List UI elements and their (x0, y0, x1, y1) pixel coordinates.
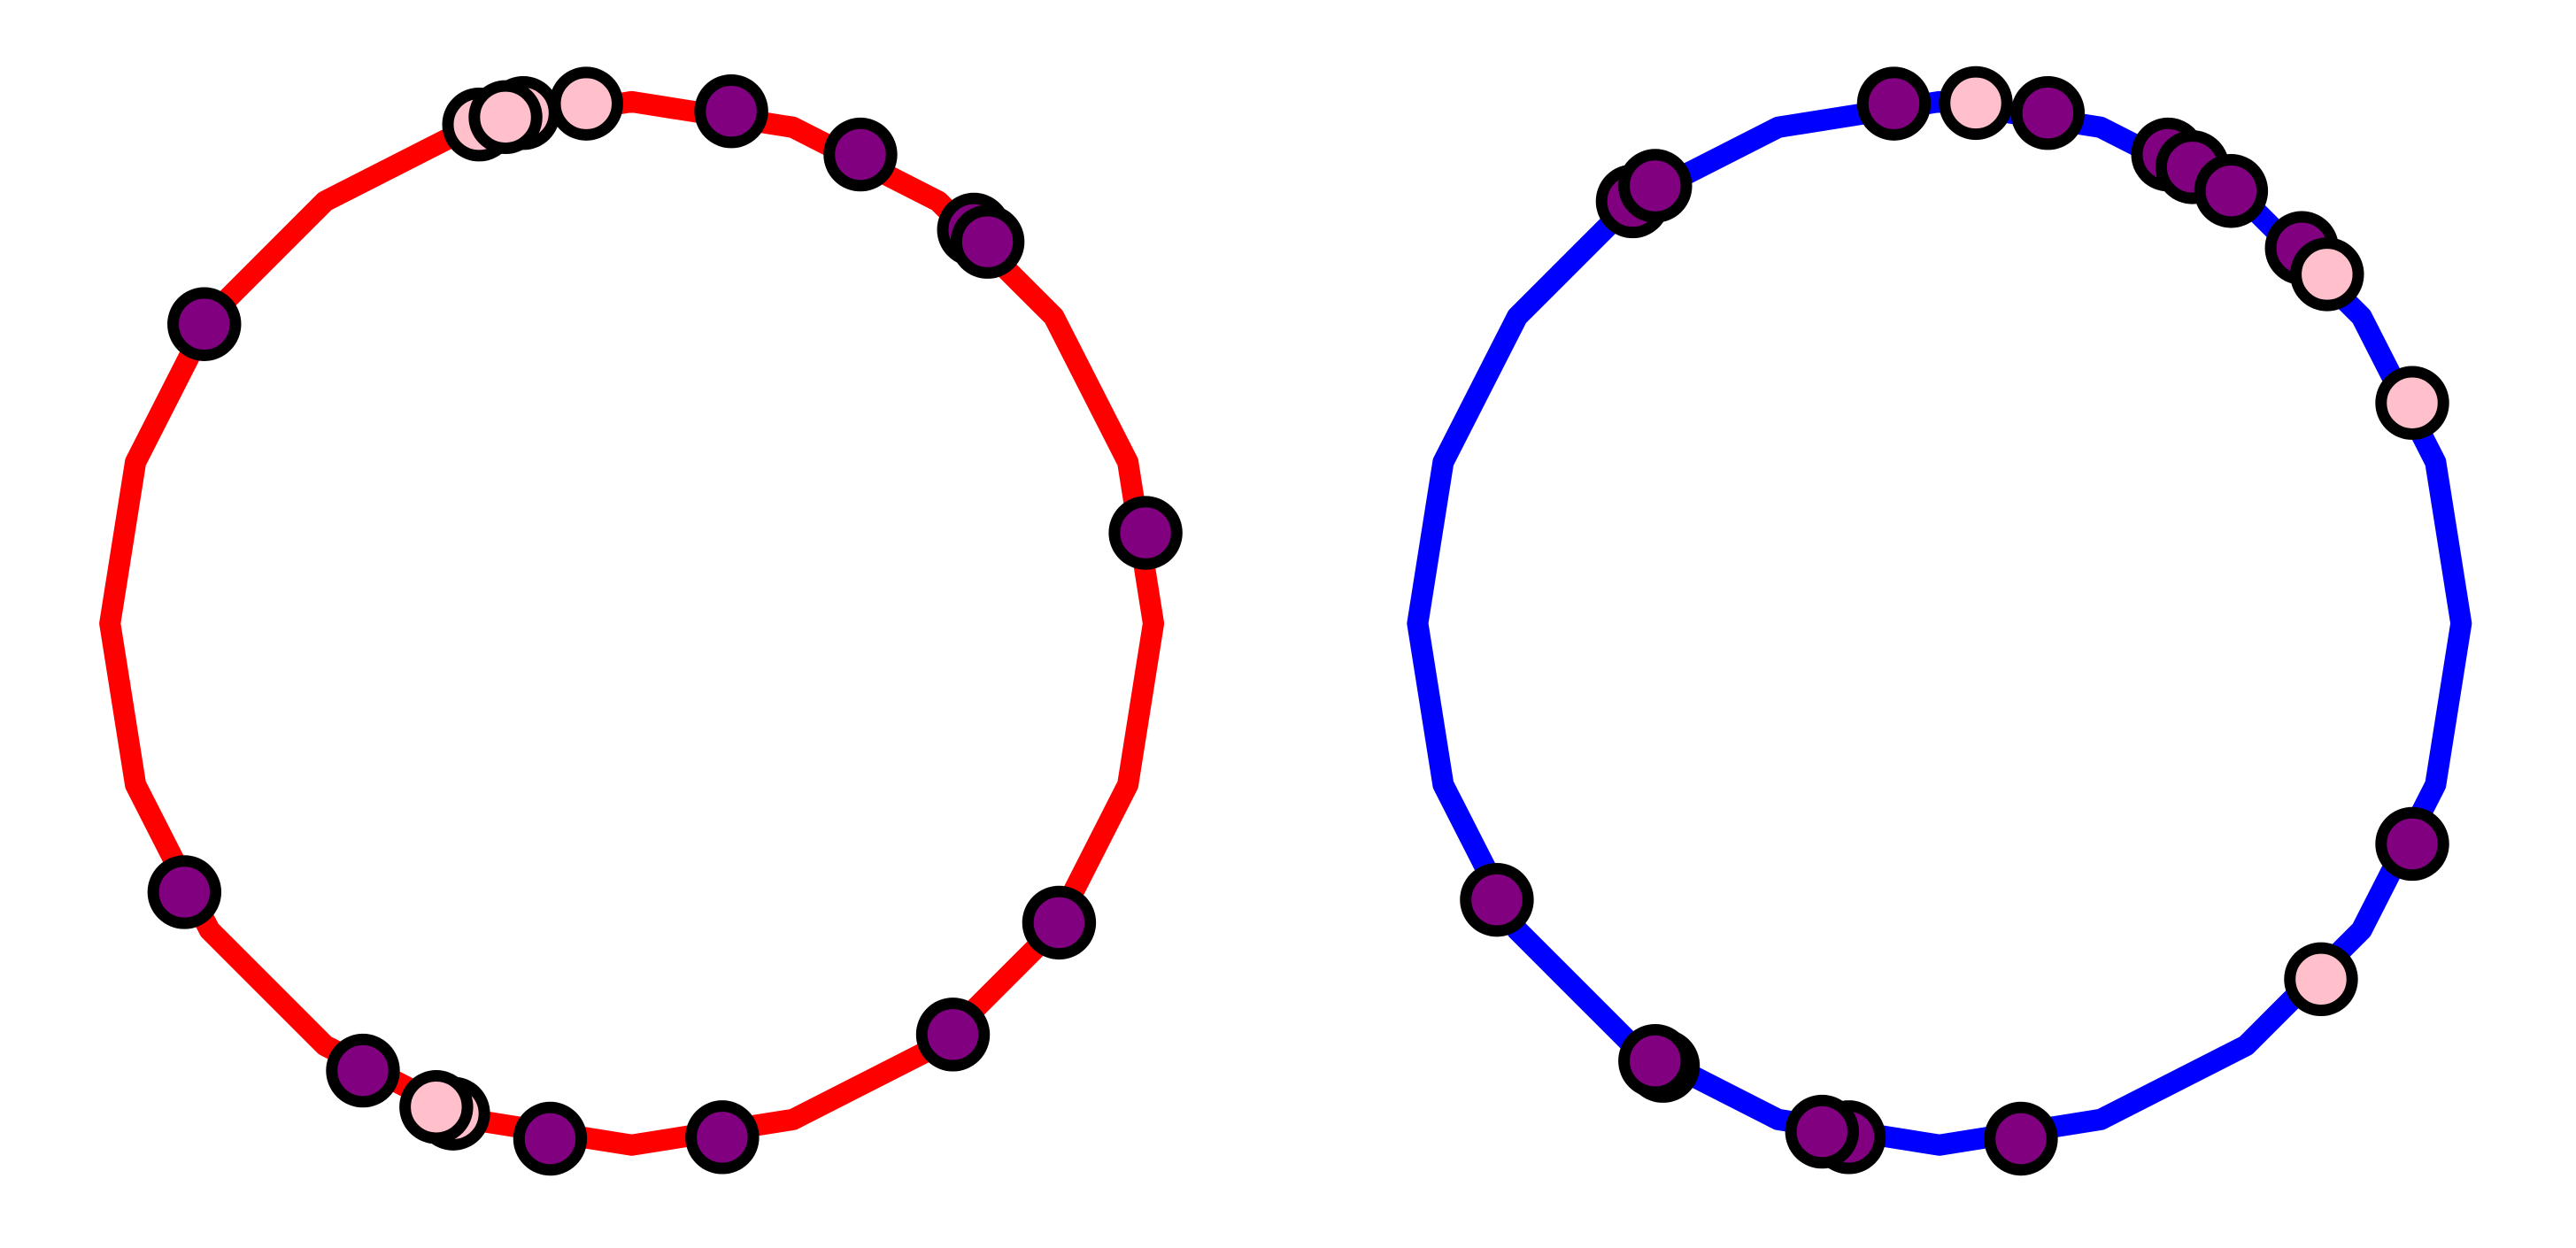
right-ring-node-10 (2375, 366, 2449, 440)
right-ring-node-11 (2375, 806, 2449, 882)
left-ring-node-4 (549, 66, 623, 141)
right-ring-node-9 (2290, 237, 2364, 312)
right-ring-node-2 (1856, 66, 1932, 141)
left-ring-node-17 (147, 855, 222, 929)
right-ring-node-12 (2284, 942, 2358, 1017)
right-ring-node-13 (1984, 1101, 2058, 1176)
left-ring-node-11 (915, 998, 991, 1072)
right-ring-node-3 (1939, 65, 2013, 141)
right-ring-node-18 (1460, 862, 1534, 937)
right-ring-node-1 (1618, 149, 1693, 223)
right-ring-node-4 (2010, 76, 2086, 150)
left-ring-node-0 (167, 287, 242, 361)
left-ring-node-16 (326, 1033, 400, 1108)
left-ring-node-10 (1022, 885, 1097, 960)
left-ring-node-9 (1108, 496, 1183, 570)
left-ring-group (99, 66, 1183, 1176)
left-ring-node-3 (468, 80, 543, 155)
right-ring-node-17 (1618, 1023, 1693, 1098)
right-ring-node-15 (1785, 1094, 1860, 1169)
right-ring-group (1407, 65, 2472, 1176)
left-ring-node-6 (823, 117, 898, 192)
left-ring-node-15 (399, 1070, 474, 1144)
left-ring-node-12 (685, 1100, 760, 1175)
left-ring-node-13 (513, 1101, 588, 1176)
left-ring-node-8 (950, 204, 1025, 279)
left-ring-node-5 (694, 73, 768, 149)
right-ring-node-7 (2194, 154, 2269, 228)
